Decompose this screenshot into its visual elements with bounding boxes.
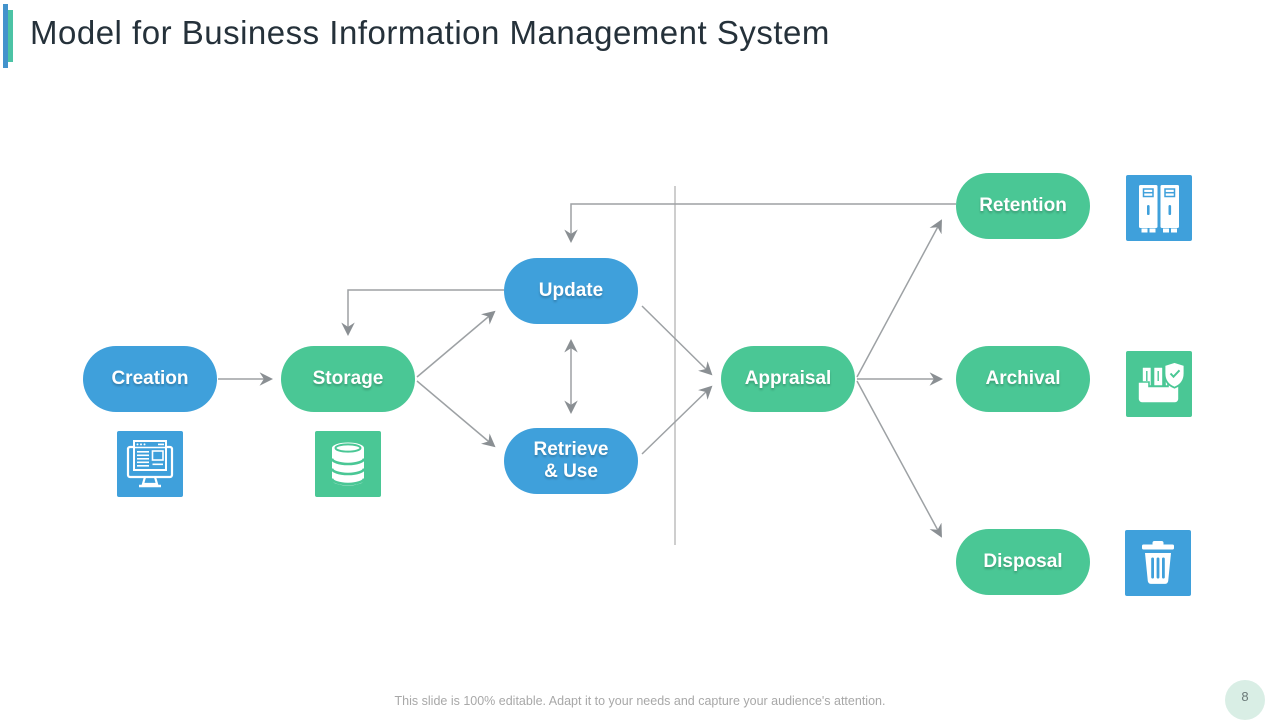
computer-icon bbox=[126, 440, 174, 488]
node-retention: Retention bbox=[956, 173, 1090, 239]
page-title: Model for Business Information Managemen… bbox=[30, 14, 830, 51]
archival-icon-tile bbox=[1126, 351, 1192, 417]
footer-note: This slide is 100% editable. Adapt it to… bbox=[394, 694, 886, 708]
creation-icon-tile bbox=[117, 431, 183, 497]
node-storage: Storage bbox=[281, 346, 415, 412]
node-archival: Archival bbox=[956, 346, 1090, 412]
node-storage-label: Storage bbox=[312, 368, 384, 390]
disposal-icon-tile bbox=[1125, 530, 1191, 596]
page-number-badge: 8 bbox=[1225, 680, 1265, 720]
retention-icon-tile bbox=[1126, 175, 1192, 241]
page-number: 8 bbox=[1241, 689, 1249, 704]
node-disposal: Disposal bbox=[956, 529, 1090, 595]
node-retrieve-use: Retrieve & Use bbox=[504, 428, 638, 494]
node-disposal-label: Disposal bbox=[983, 551, 1063, 573]
node-retrieve-use-label: Retrieve & Use bbox=[533, 439, 609, 482]
accent-bar-teal bbox=[8, 10, 13, 62]
node-creation-label: Creation bbox=[111, 368, 189, 390]
archive-shield-icon bbox=[1137, 361, 1186, 404]
node-archival-label: Archival bbox=[985, 368, 1061, 390]
storage-icon-tile bbox=[315, 431, 381, 497]
node-appraisal: Appraisal bbox=[721, 346, 855, 412]
database-icon bbox=[330, 442, 366, 486]
node-appraisal-label: Appraisal bbox=[744, 368, 832, 390]
node-retention-label: Retention bbox=[979, 195, 1067, 217]
accent-bar-blue bbox=[3, 4, 8, 68]
node-update-label: Update bbox=[538, 280, 604, 302]
node-creation: Creation bbox=[83, 346, 217, 412]
lockers-icon bbox=[1139, 185, 1179, 233]
trash-icon bbox=[1142, 541, 1174, 584]
node-update: Update bbox=[504, 258, 638, 324]
